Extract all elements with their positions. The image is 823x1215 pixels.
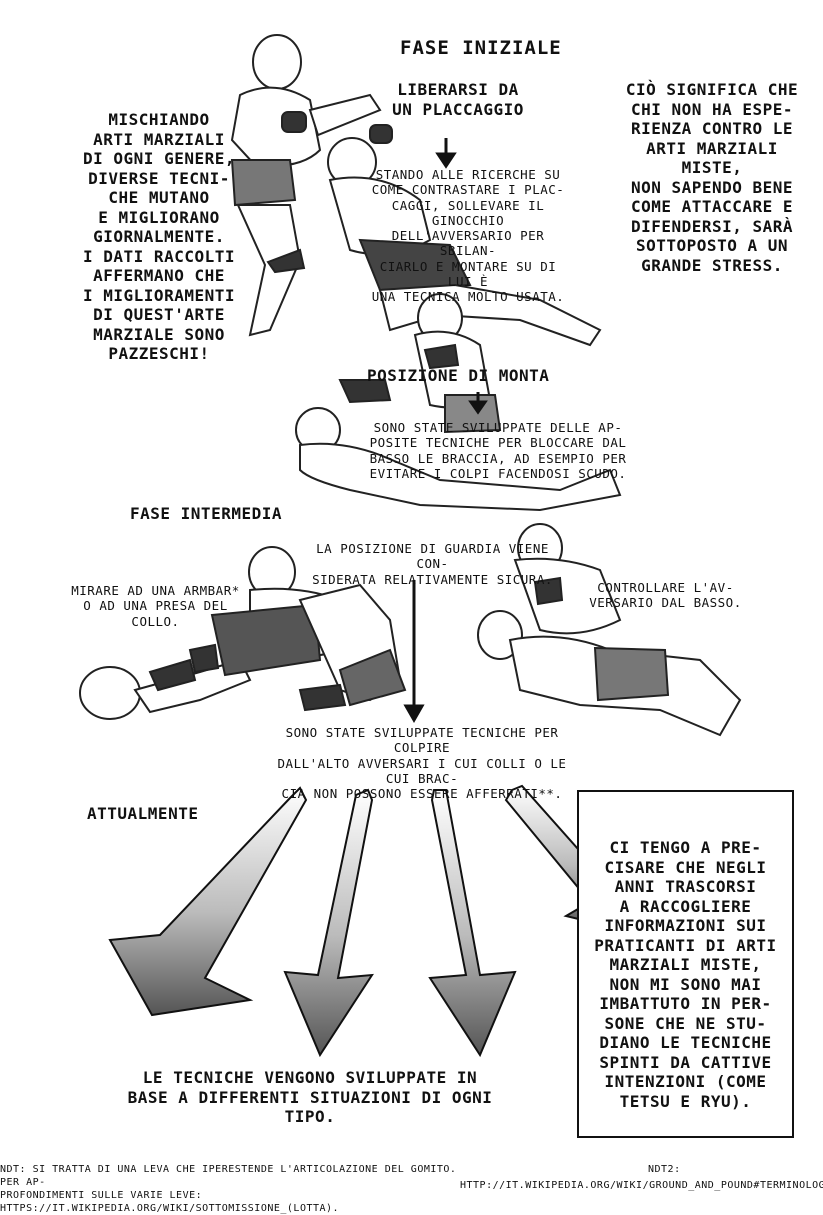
- caption-escape-tackle: LIBERARSI DA UN PLACCAGGIO: [392, 80, 524, 119]
- caption-tackle-research: STANDO ALLE RICERCHE SU COME CONTRASTARE…: [371, 167, 565, 304]
- fighters-control-illustration: [477, 523, 742, 737]
- narration-left: MISCHIANDO ARTI MARZIALI DI OGNI GENERE,…: [83, 110, 235, 364]
- caption-strike-above: SONO STATE SVILUPPATE TECNICHE PER COLPI…: [277, 725, 567, 801]
- heading-mount-position: POSIZIONE DI MONTA: [367, 366, 550, 385]
- caption-techniques-developed: LE TECNICHE VENGONO SVILUPPATE IN BASE A…: [127, 1068, 493, 1127]
- caption-armbar: MIRARE AD UNA ARMBAR* O AD UNA PRESA DEL…: [71, 583, 240, 629]
- heading-currently: ATTUALMENTE: [87, 804, 199, 823]
- narration-right: CIÒ SIGNIFICA CHE CHI NON HA ESPE- RIENZ…: [625, 80, 799, 275]
- footnote-ndt1: NDT: SI TRATTA DI UNA LEVA CHE IPERESTEN…: [0, 1164, 457, 1214]
- heading-initial-phase: FASE INIZIALE: [400, 37, 562, 59]
- narration-box-text: CI TENGO A PRE- CISARE CHE NEGLI ANNI TR…: [594, 838, 777, 1111]
- fighters-guard-illustration: [79, 546, 407, 720]
- caption-guard-safe: LA POSIZIONE DI GUARDIA VIENE CON- SIDER…: [312, 541, 553, 587]
- fighters-tackle-illustration: [230, 34, 602, 347]
- footnote-ndt2-label: NDT2:: [648, 1164, 681, 1175]
- branching-arrows: [108, 784, 628, 1058]
- heading-intermediate-phase: FASE INTERMEDIA: [130, 504, 282, 523]
- narration-box: CI TENGO A PRE- CISARE CHE NEGLI ANNI TR…: [577, 790, 794, 1138]
- fighters-mount-illustration: [295, 293, 622, 512]
- flow-arrows: [403, 138, 488, 724]
- caption-mount-defense: SONO STATE SVILUPPATE DELLE AP- POSITE T…: [369, 420, 627, 481]
- caption-control-below: CONTROLLARE L'AV- VERSARIO DAL BASSO.: [589, 580, 742, 611]
- footnote-ndt2-url: HTTP://IT.WIKIPEDIA.ORG/WIKI/GROUND_AND_…: [460, 1180, 823, 1191]
